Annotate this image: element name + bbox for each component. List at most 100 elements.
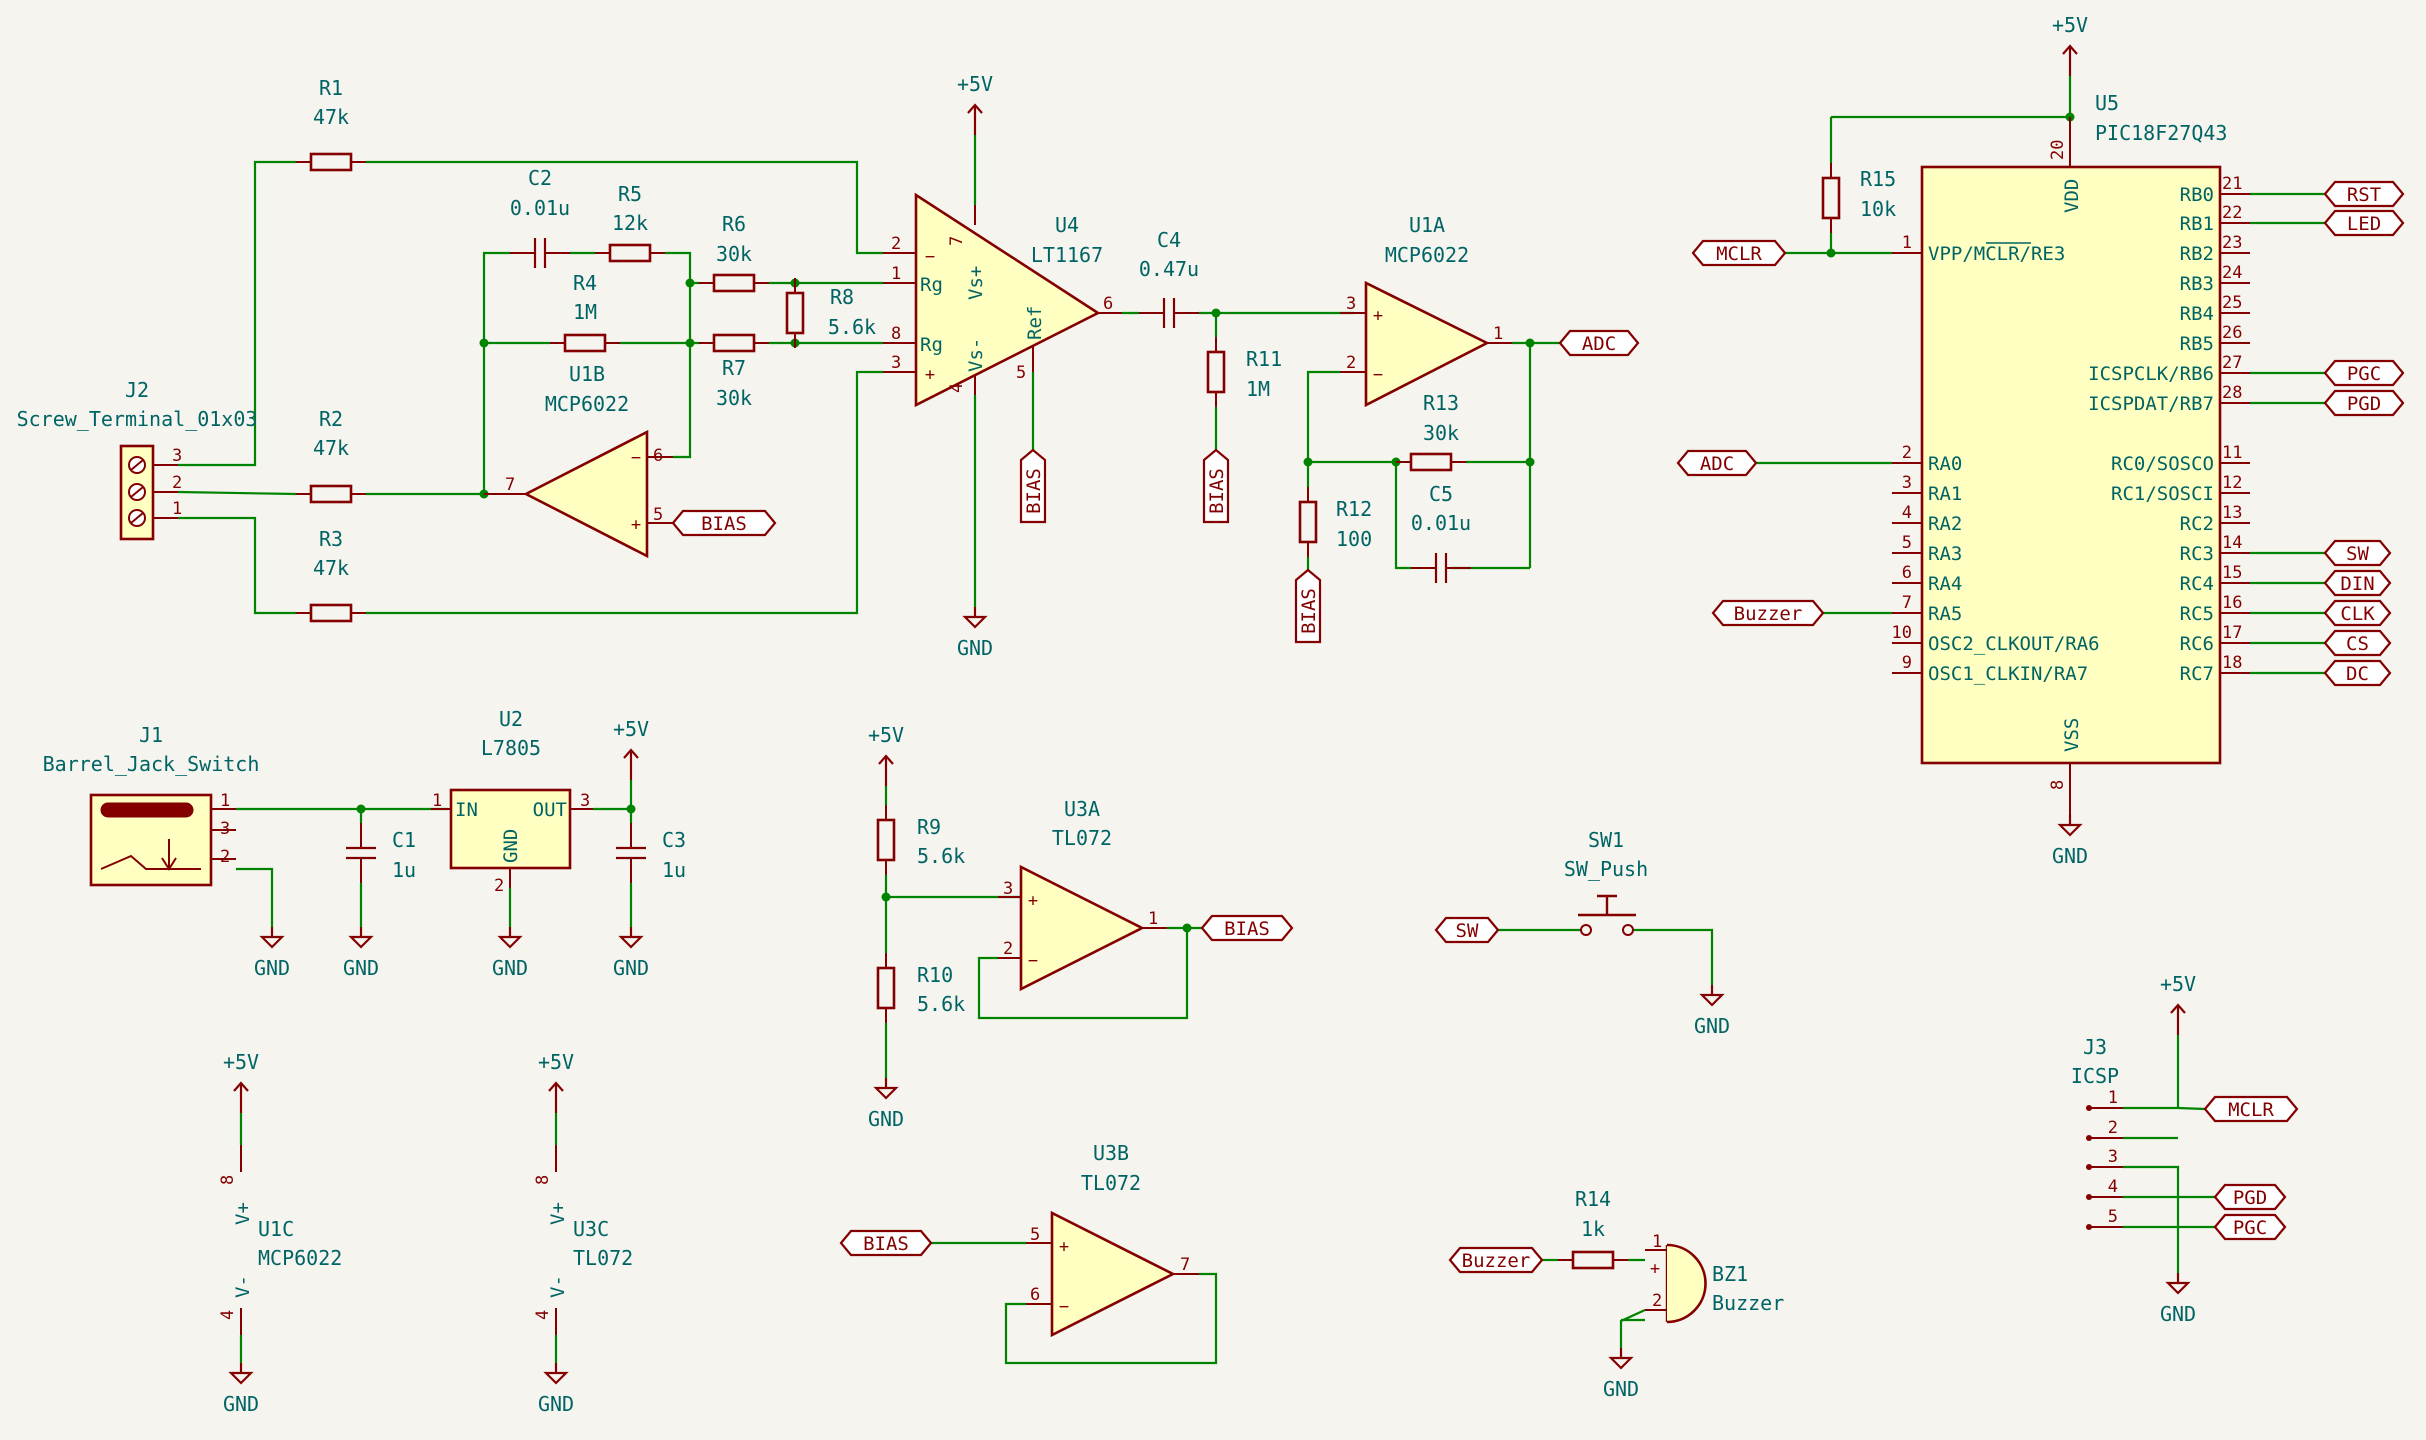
net-label-sw[interactable] — [2323, 539, 2392, 567]
resistor-r9[interactable] — [876, 818, 896, 862]
pin-number: 18 — [2222, 653, 2242, 673]
resistor-r6[interactable] — [712, 273, 756, 293]
net-label-pgc[interactable] — [2323, 359, 2405, 387]
resistor-r1[interactable] — [309, 152, 353, 172]
pin-number: 23 — [2222, 233, 2242, 253]
pin-number: 2 — [1902, 443, 1912, 463]
svg-text:1: 1 — [432, 791, 442, 811]
opamp-u3b[interactable] — [1050, 1210, 1176, 1338]
buzzer-bz1[interactable] — [1666, 1243, 1707, 1324]
label: 1u — [662, 858, 686, 882]
net-label-bias[interactable] — [1202, 448, 1230, 524]
net-label-text: BIAS — [863, 1233, 909, 1255]
vminus-label: V- — [232, 1275, 254, 1298]
capacitor-c2[interactable] — [533, 238, 547, 268]
net-label-clk[interactable] — [2323, 599, 2392, 627]
capacitor-c4[interactable] — [1162, 298, 1176, 328]
resistor-r8[interactable] — [785, 291, 805, 335]
pin-name: RA1 — [1928, 483, 1962, 505]
ground-symbol — [228, 1363, 254, 1385]
resistor-r7[interactable] — [712, 333, 756, 353]
net-label-buzzer[interactable] — [1711, 599, 1825, 627]
net-label-led[interactable] — [2323, 209, 2405, 237]
label: LT1167 — [1031, 243, 1103, 267]
parts — [89, 44, 2405, 1385]
label: 30k — [1423, 421, 1459, 445]
pin-name: RC0/SOSCO — [2111, 453, 2214, 475]
capacitor-c1[interactable] — [346, 846, 376, 860]
label: 30k — [716, 242, 752, 266]
svg-text:1: 1 — [2108, 1088, 2118, 1108]
net-label-pgd[interactable] — [2323, 389, 2405, 417]
net-label-bias[interactable] — [839, 1229, 933, 1257]
pin-number: 24 — [2222, 263, 2242, 283]
net-label-bias[interactable] — [671, 509, 777, 537]
svg-text:8: 8 — [218, 1175, 238, 1185]
svg-text:−: − — [631, 448, 641, 468]
opamp-u1a[interactable] — [1364, 280, 1490, 408]
resistor-r4[interactable] — [563, 333, 607, 353]
resistor-r15[interactable] — [1821, 176, 1841, 220]
mcu-u5[interactable] — [1920, 165, 2222, 765]
net-label-mclr[interactable] — [1691, 239, 1787, 267]
pin-name: RA4 — [1928, 573, 1962, 595]
net-label-rst[interactable] — [2323, 180, 2405, 208]
net-label-adc[interactable] — [1676, 449, 1758, 477]
label: U1A — [1409, 213, 1445, 237]
net-label-bias[interactable] — [1294, 568, 1322, 644]
net-label-buzzer[interactable] — [1448, 1246, 1544, 1274]
net-label-dc[interactable] — [2323, 659, 2392, 687]
net-label-text: DIN — [2340, 573, 2374, 595]
opamp-u3a[interactable] — [1019, 864, 1145, 992]
pin-name: RB5 — [2180, 333, 2214, 355]
ground-label: GND — [2160, 1302, 2196, 1326]
resistor-r10[interactable] — [876, 966, 896, 1010]
label: R6 — [722, 212, 746, 236]
resistor-r2[interactable] — [309, 484, 353, 504]
capacitor-c3[interactable] — [616, 846, 646, 860]
resistor-r5[interactable] — [608, 243, 652, 263]
capacitor-c5[interactable] — [1434, 553, 1448, 583]
resistor-r3[interactable] — [309, 603, 353, 623]
ground-label: GND — [613, 956, 649, 980]
pin-number: 28 — [2222, 383, 2242, 403]
opamp-u1b[interactable] — [523, 429, 649, 559]
net-label-text: PGD — [2347, 393, 2381, 415]
svg-text:2: 2 — [1346, 353, 1356, 373]
label: C5 — [1429, 482, 1453, 506]
net-label-bias[interactable] — [1019, 448, 1047, 524]
svg-text:20: 20 — [2048, 140, 2068, 160]
vcc-symbol — [548, 1081, 564, 1113]
vcc-label: +5V — [2160, 972, 2196, 996]
label: R3 — [319, 527, 343, 551]
ground-label: GND — [2052, 844, 2088, 868]
net-label-bias[interactable] — [1200, 914, 1294, 942]
net-label-pgd[interactable] — [2213, 1183, 2287, 1211]
net-label-pgc[interactable] — [2213, 1213, 2287, 1241]
label: SW1 — [1588, 828, 1624, 852]
label: C1 — [392, 828, 416, 852]
net-label-sw[interactable] — [1434, 916, 1500, 944]
resistor-r13[interactable] — [1409, 452, 1453, 472]
resistor-r14[interactable] — [1571, 1250, 1615, 1270]
label: 1M — [1246, 377, 1270, 401]
ground-label: GND — [1603, 1377, 1639, 1401]
regulator-u2[interactable] — [449, 788, 572, 870]
resistor-r11[interactable] — [1206, 350, 1226, 394]
pin-number: 15 — [2222, 563, 2242, 583]
net-label-text: CS — [2346, 633, 2369, 655]
svg-text:−: − — [1059, 1297, 1069, 1317]
net-label-cs[interactable] — [2323, 629, 2392, 657]
inamp-u4[interactable] — [914, 192, 1101, 408]
net-label-adc[interactable] — [1558, 329, 1640, 357]
net-label-din[interactable] — [2323, 569, 2392, 597]
pin-name: OSC2_CLKOUT/RA6 — [1928, 633, 2100, 655]
net-label-mclr[interactable] — [2203, 1095, 2299, 1123]
svg-text:2: 2 — [494, 876, 504, 896]
label: 1M — [573, 300, 597, 324]
resistor-r12[interactable] — [1298, 500, 1318, 544]
label: C3 — [662, 828, 686, 852]
pin-number: 3 — [1902, 473, 1912, 493]
net-label-text: SW — [2346, 543, 2369, 565]
label: R8 — [830, 285, 854, 309]
